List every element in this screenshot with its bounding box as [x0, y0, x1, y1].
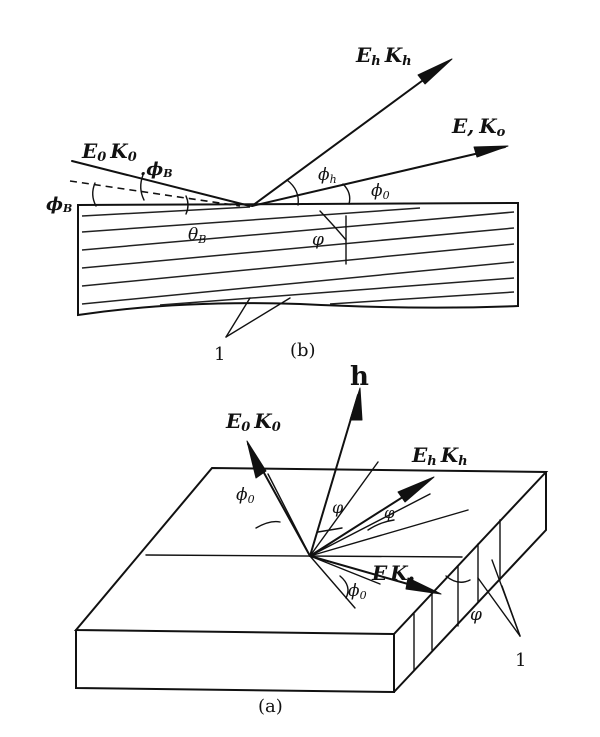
panel-b-caption: (b) — [290, 340, 316, 361]
panel-a-angle-phi-0-top: ϕ0 — [236, 485, 255, 506]
panel-b-arc-phi-B-top — [140, 174, 145, 201]
panel-a-angle-phi-0-bottom: ϕ0 — [348, 581, 367, 602]
panel-a-side-lattice-planes — [413, 519, 501, 671]
panel-b-angle-phi-B-left: ϕB — [46, 194, 72, 215]
panel-b-angle-varphi: φ — [312, 230, 324, 250]
panel-a-arc-varphi-top — [317, 527, 343, 533]
panel-a-incident-arrowhead — [246, 440, 267, 479]
panel-b-angle-phi-h: ϕh — [318, 165, 337, 186]
panel-a-normal-arrowhead — [349, 387, 363, 421]
panel-b-lattice-planes — [81, 206, 515, 306]
panel-a-angle-varphi-diffracted: φ — [384, 504, 395, 522]
panel-b-transmitted-beam — [251, 146, 506, 207]
panel-b-arc-phi-B-left — [92, 182, 97, 207]
panel-b-arc-theta-B — [185, 195, 189, 215]
panel-b-planes-label: 1 — [214, 344, 225, 365]
panel-b-planes-leader-2 — [225, 297, 291, 338]
panel-a-planes-label: 1 — [515, 650, 526, 671]
panel-a-slab-front-face — [75, 629, 395, 694]
panel-b-incident-dashed-extension — [69, 180, 241, 207]
panel-a-slab-right-face — [393, 471, 547, 693]
panel-b-diffracted-beam — [251, 63, 446, 207]
panel-a-arc-varphi-side — [445, 575, 471, 583]
panel-a-arc-varphi-diffracted — [367, 519, 395, 531]
panel-b-transmitted-label: E,Ko — [451, 114, 506, 140]
panel-b-angle-theta-B: θB — [188, 225, 206, 246]
panel-b-incident-beam — [71, 160, 251, 207]
panel-a-angle-varphi-side: φ — [470, 605, 482, 625]
panel-a-arc-phi-0-top — [255, 520, 281, 529]
panel-a-normal-label: h — [350, 362, 369, 392]
panel-b-arc-phi-h — [286, 179, 299, 206]
panel-b-angle-phi-B-top: .ϕB — [140, 159, 173, 180]
panel-a-arc-phi-0-bottom — [339, 575, 349, 599]
panel-a-caption: (a) — [258, 696, 283, 717]
panel-b-angle-phi-0: ϕ0 — [371, 181, 390, 202]
panel-b-diffracted-arrowhead — [417, 58, 453, 85]
panel-a-top-face-division — [145, 554, 463, 558]
panel-b-arc-phi-0 — [342, 183, 351, 205]
panel-a-angle-varphi-top: φ — [332, 498, 344, 517]
panel-b-normal-line — [319, 210, 347, 241]
panel-b-transmitted-arrowhead — [473, 145, 509, 158]
panel-a-transmitted-arrowhead — [405, 577, 442, 595]
panel-a-normal-h — [309, 394, 359, 557]
panel-b-planes-leader-1 — [225, 297, 251, 338]
panel-a-diffracted-arrowhead — [397, 476, 435, 503]
panel-b-crystal-slab — [77, 201, 519, 317]
